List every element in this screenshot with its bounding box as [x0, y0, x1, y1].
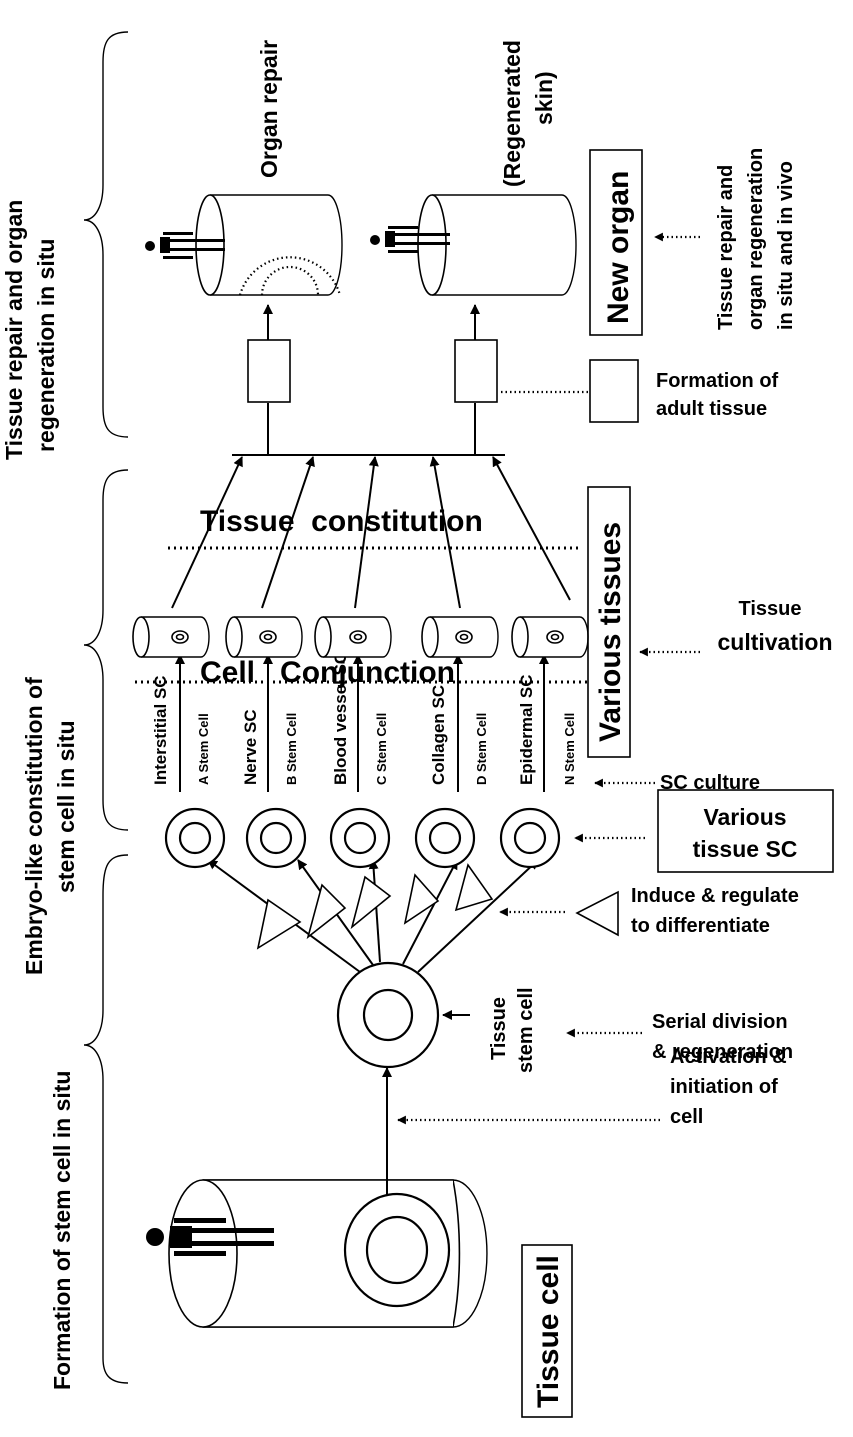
new-organ-label: New organ [602, 171, 635, 324]
tissue-cell-box [521, 1244, 573, 1418]
activation-label-line3: cell [670, 1106, 703, 1128]
person-icon [146, 1218, 274, 1256]
inducer-triangles [256, 863, 494, 950]
sc-culture-label: SC culture [660, 772, 760, 794]
adult-tissue-box-left [247, 339, 291, 403]
tissue-cell-inner-ring [365, 1215, 429, 1285]
section-embryo-label-line1: Embryo-like constitution of [21, 677, 47, 975]
various-tissue-sc-box [657, 789, 834, 873]
various-tissue-sc-label-line2: tissue SC [693, 836, 798, 862]
tissue-repair-vivo-label-line1: Tissue repair and [715, 165, 737, 330]
sc-sub-1: B Stem Cell [284, 713, 299, 785]
sc-sub-3: D Stem Cell [474, 713, 489, 785]
section-formation-label: Formation of stem cell in situ [49, 1071, 75, 1390]
converging-arrows [171, 456, 571, 609]
brace-repair [83, 31, 129, 438]
regenerated-skin-label-line2: skin) [531, 71, 557, 125]
cultivation-label-line1: Tissue [739, 598, 802, 620]
various-tissue-sc-label-line1: Various [703, 804, 786, 830]
activation-label-line2: initiation of [670, 1076, 778, 1098]
tissue-repair-vivo-label-line2: organ regeneration [745, 148, 767, 330]
differentiation-branches [207, 859, 539, 973]
tissue-stem-cell-inner [362, 988, 414, 1042]
sc-name-1: Nerve SC [241, 709, 260, 785]
organ-repair-cylinder [195, 194, 343, 296]
various-tissues-box [587, 486, 631, 758]
sc-sub-4: N Stem Cell [562, 713, 577, 785]
various-tissues-label: Various tissues [594, 522, 627, 742]
regenerated-skin-label-line1: (Regenerated [499, 40, 525, 187]
organ-repair-label: Organ repair [256, 40, 282, 178]
tissue-cell-label: Tissue cell [532, 1255, 565, 1408]
sc-name-4: Epidermal SC [517, 674, 536, 785]
formation-adult-label-line2: adult tissue [656, 398, 767, 420]
brace-embryo [83, 469, 129, 831]
sc-name-2: Blood vessel SC [331, 652, 350, 785]
serial-label-line1: Serial division [652, 1011, 788, 1033]
induce-label-line1: Induce & regulate [631, 885, 799, 907]
sc-arrows [175, 654, 549, 792]
section-repair-label-line1: Tissue repair and organ [1, 200, 27, 460]
new-organ-box [589, 149, 643, 336]
cultivation-label-line2: cultivation [717, 629, 832, 655]
serial-label-line2: & regeneration [652, 1041, 793, 1063]
induce-label-line2: to differentiate [631, 915, 770, 937]
tissue-stem-cell-label-line1: Tissue [488, 997, 510, 1060]
sc-sub-0: A Stem Cell [196, 713, 211, 785]
activation-label-line1: Activation & [670, 1046, 787, 1068]
section-embryo-label-line2: stem cell in situ [53, 720, 79, 893]
formation-adult-label-line1: Formation of [656, 370, 779, 392]
tissue-cylinders [132, 616, 589, 658]
brace-formation [83, 854, 129, 1384]
inducer-legend-triangle [575, 890, 619, 937]
person-icon-skin [370, 226, 450, 253]
section-repair-label-line2: regeneration in situ [33, 239, 59, 452]
cell-conjunction-label: Cell Conjunction [200, 656, 455, 689]
tissue-sc-circles [164, 807, 561, 869]
formation-adult-legend-box [589, 359, 639, 423]
sc-name-0: Interstitial SC [151, 675, 170, 785]
sc-name-3: Collagen SC [429, 685, 448, 785]
tissue-stem-cell-label-line2: stem cell [515, 987, 537, 1073]
person-icon-organ [145, 232, 225, 259]
adult-tissue-box-right [454, 339, 498, 403]
tissue-repair-vivo-label-line3: in situ and in vivo [775, 161, 797, 330]
tissue-constitution-label: Tissue constitution [200, 505, 483, 538]
sc-sub-2: C Stem Cell [374, 713, 389, 785]
